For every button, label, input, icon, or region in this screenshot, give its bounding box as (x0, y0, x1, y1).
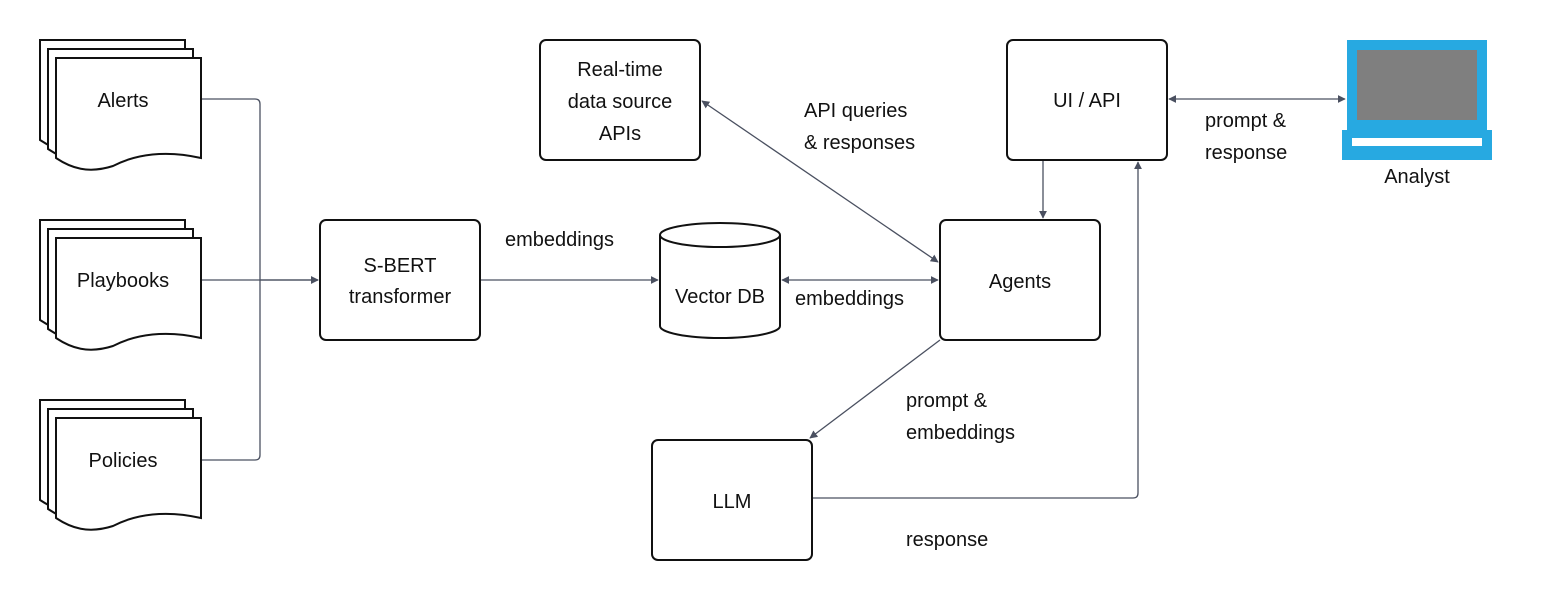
vector-db-label: Vector DB (675, 286, 765, 308)
label-api-responses: & responses (804, 132, 915, 154)
document-sheet (55, 417, 202, 531)
node-alerts-label: Alerts (97, 90, 148, 112)
label-llm-response: response (906, 529, 988, 551)
node-policies-label: Policies (89, 450, 158, 472)
edge-llm-to-ui (812, 161, 1142, 499)
llm-label: LLM (713, 491, 752, 513)
policies-document-stack: Policies (39, 399, 202, 531)
node-analyst: Analyst (1342, 40, 1492, 188)
edge-realtime-agents (701, 100, 939, 263)
ui-api-label: UI / API (1053, 90, 1121, 112)
cylinder-icon (659, 235, 781, 339)
node-sbert: S-BERT transformer (319, 219, 481, 341)
label-agents-llm-embeddings: embeddings (906, 422, 1015, 444)
playbooks-document-stack: Playbooks (39, 219, 202, 351)
laptop-screen (1357, 50, 1477, 120)
node-agents: Agents (939, 219, 1101, 341)
cylinder-top (659, 222, 781, 248)
label-sbert-to-vector: embeddings (505, 229, 614, 251)
node-ui-api: UI / API (1006, 39, 1168, 161)
alerts-document-stack: Alerts (39, 39, 202, 171)
document-sheet (55, 57, 202, 171)
laptop-keyboard-slot (1352, 138, 1482, 146)
sbert-label-line1: S-BERT (364, 255, 437, 277)
label-agents-llm-prompt: prompt & (906, 390, 988, 412)
label-ui-analyst-response: response (1205, 142, 1287, 164)
realtime-label-line1: Real-time (577, 59, 663, 81)
agents-box (939, 219, 1101, 341)
realtime-label-line2: data source (568, 91, 673, 113)
sbert-label-line2: transformer (349, 286, 452, 308)
realtime-box (539, 39, 701, 161)
llm-box (651, 439, 813, 561)
sbert-box (319, 219, 481, 341)
laptop-icon (1342, 40, 1492, 160)
analyst-label: Analyst (1384, 166, 1450, 188)
node-llm: LLM (651, 439, 813, 561)
edge-labels: embeddings embeddings API queries & resp… (505, 100, 1287, 551)
node-vector-db: Vector DB (659, 222, 781, 339)
document-sheet (55, 237, 202, 351)
agents-label: Agents (989, 271, 1051, 293)
label-api-queries: API queries (804, 100, 907, 122)
node-playbooks-label: Playbooks (77, 270, 169, 292)
realtime-label-line3: APIs (599, 123, 641, 145)
node-realtime-apis: Real-time data source APIs (539, 39, 701, 161)
edge-alerts-to-sbert (202, 98, 319, 284)
edge-policies-to-sbert (202, 280, 261, 461)
ui-api-box (1006, 39, 1168, 161)
label-vector-agents: embeddings (795, 288, 904, 310)
label-ui-analyst-prompt: prompt & (1205, 110, 1287, 132)
edge-agents-to-llm (809, 339, 941, 439)
edges (202, 95, 1346, 499)
